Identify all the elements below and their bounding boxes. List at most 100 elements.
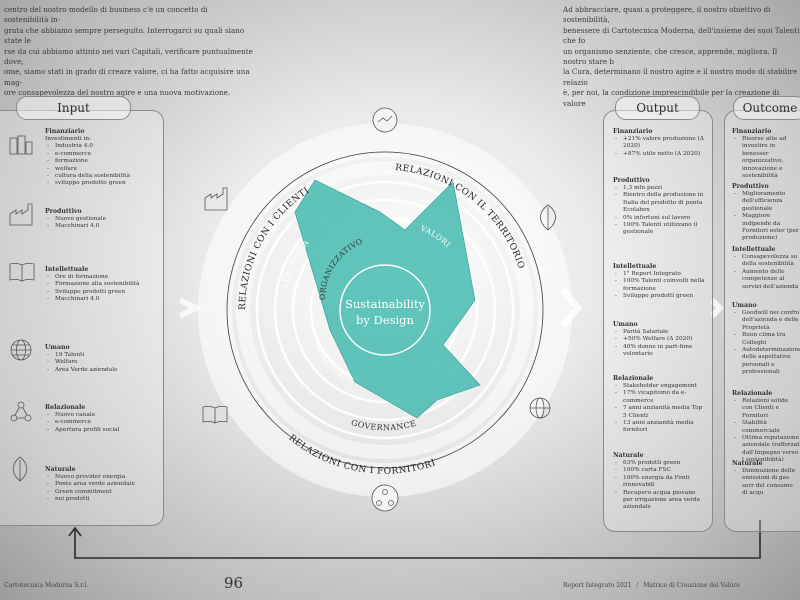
category-item: Ore di formazione xyxy=(45,274,165,282)
intro-line: grata che abbiamo sempre perseguito. Int… xyxy=(4,25,245,46)
category-title: Intellettuale xyxy=(613,263,657,270)
category-title: Finanziario xyxy=(45,128,85,135)
output-category-naturale: Naturale 63% prodotti green 100% carta F… xyxy=(613,452,705,512)
category-item: Diminuzione delle emissioni di gas serr … xyxy=(732,468,800,498)
network-icon xyxy=(371,484,399,512)
input-category-produttivo: Produttivo Nuovo gestionale Macchinari 4… xyxy=(45,208,160,231)
leaf-icon xyxy=(540,204,556,231)
category-item: 100% Talenti coinvolti nella formazione xyxy=(613,278,705,293)
footer-company: Cartotecnica Moderna S.r.l. xyxy=(4,582,89,589)
category-item: sviluppo prodotto green xyxy=(45,180,160,188)
footer-separator: / xyxy=(636,582,639,589)
category-item: Parità Salariale xyxy=(613,329,705,337)
intro-line: centro del nostro modello di business c'… xyxy=(4,5,208,25)
category-item: e-commerce xyxy=(45,419,160,427)
category-item: Ottima reputazione aziendale (rafforzat … xyxy=(732,435,800,465)
category-item: Investimenti in: xyxy=(45,136,92,142)
category-title: Finanziario xyxy=(732,128,772,135)
category-item: e-commerce xyxy=(45,151,160,159)
input-category-umano: Umano 19 Talenti Welfare Area Verde azie… xyxy=(45,344,160,375)
category-title: Umano xyxy=(732,302,757,309)
intro-text-right: Ad abbracciare, quasi a proteggere, il n… xyxy=(563,5,800,109)
category-item: Ponte area verde aziendale xyxy=(45,481,160,489)
intro-text-left: centro del nostro modello di business c'… xyxy=(4,5,254,99)
category-item: Formazione alla sostenibilità xyxy=(45,281,165,289)
category-item: Rientro della produzione in Italia del p… xyxy=(613,192,705,214)
value-creation-diagram: Sustainability by Design RELAZIONI CON I… xyxy=(198,107,572,512)
teal-radar-shape xyxy=(295,180,480,418)
input-panel-title: Input xyxy=(16,96,131,120)
category-title: Finanziario xyxy=(613,128,653,135)
category-item: 1° Report Integrato xyxy=(613,271,705,279)
footer-report-title: Report Integrato 2021 / Matrice di Creaz… xyxy=(563,582,740,589)
intro-line: benessere di Cartotecnica Moderna, dell'… xyxy=(563,25,800,46)
output-category-umano: Umano Parità Salariale +50% Welfare (Δ 2… xyxy=(613,321,705,359)
category-item: 40% donne in part-time volontario xyxy=(613,344,705,359)
output-category-intellettuale: Intellettuale 1° Report Integrato 100% T… xyxy=(613,263,705,301)
center-title-line2: by Design xyxy=(356,313,414,327)
category-item: Goodwill nei confro dell'azienda e delle… xyxy=(732,310,800,332)
outcome-panel-title: Outcome xyxy=(733,96,800,120)
category-title: Intellettuale xyxy=(45,266,89,273)
category-item: Industria 4.0 xyxy=(45,143,160,151)
category-item: Macchinari 4.0 xyxy=(45,296,165,304)
category-item: nei prodotti xyxy=(45,496,160,504)
intro-line: è, per noi, la condizione imprescindibil… xyxy=(563,88,780,108)
category-item: Relazioni solide con Clienti e Fornitori xyxy=(732,398,800,420)
page-number: 96 xyxy=(224,574,244,592)
category-item: cultura della sostenibilità xyxy=(45,173,160,181)
output-category-produttivo: Produttivo 1,3 mln pezzi Rientro della p… xyxy=(613,177,705,237)
category-item: 100% carta FSC xyxy=(613,467,705,475)
category-item: Autodeterminazione delle aspettative per… xyxy=(732,347,800,377)
category-item: Nuovo provider energia xyxy=(45,474,160,482)
category-item: 13 anni anzianità media fornitori xyxy=(613,420,705,435)
factory-icon xyxy=(9,203,33,226)
outcome-category-relazionale: Relazionale Relazioni solide con Clienti… xyxy=(732,390,800,465)
category-title: Intellettuale xyxy=(732,246,776,253)
category-item: Miglioramento dell'efficienza gestionale xyxy=(732,191,800,213)
intro-line: rse da cui abbiamo attinto nei vari Capi… xyxy=(4,46,253,67)
category-item: 19 Talenti xyxy=(45,352,160,360)
category-item: Nuovo canale xyxy=(45,412,160,420)
intro-line: ome, siamo stati in grado di creare valo… xyxy=(4,67,250,87)
category-item: Maggiore indipende da Fornitori ester (p… xyxy=(732,213,800,243)
category-item: Apertura profili social xyxy=(45,427,160,435)
category-item: Sviluppo prodotti green xyxy=(45,289,165,297)
category-title: Relazionale xyxy=(45,404,86,411)
category-item: formazione xyxy=(45,158,160,166)
category-title: Naturale xyxy=(45,466,76,473)
category-item: Stakeholder engagement xyxy=(613,383,705,391)
coins-icon xyxy=(9,135,33,155)
category-title: Produttivo xyxy=(732,183,769,190)
coins-icon xyxy=(372,107,398,133)
category-item: Risorse atte ad investire in benesser or… xyxy=(732,136,800,180)
leaf-icon xyxy=(12,456,28,482)
category-title: Naturale xyxy=(613,452,644,459)
category-item: Macchinari 4.0 xyxy=(45,223,160,231)
footer-report-name: Report Integrato 2021 xyxy=(563,582,632,589)
category-item: Sviluppo prodotti green xyxy=(613,293,705,301)
outcome-category-naturale: Naturale Diminuzione delle emissioni di … xyxy=(732,460,800,498)
category-item: 1,3 mln pezzi xyxy=(613,185,705,193)
category-item: Buon clima tra Colleghi xyxy=(732,332,800,347)
category-title: Naturale xyxy=(732,460,763,467)
input-category-finanziario: Finanziario Investimenti in: Industria 4… xyxy=(45,128,160,188)
category-item: Area Verde aziendale xyxy=(45,367,160,375)
output-category-relazionale: Relazionale Stakeholder engagement 17% v… xyxy=(613,375,705,435)
category-item: Green commitment xyxy=(45,489,160,497)
category-title: Umano xyxy=(45,344,70,351)
category-item: Recupero acqua piovane per irrigazione a… xyxy=(613,490,705,512)
category-item: Aumento delle competenze al servizi dell… xyxy=(732,269,800,291)
category-item: Consapevolezza su della sostenibilità xyxy=(732,254,800,269)
intro-line: Ad abbracciare, quasi a proteggere, il n… xyxy=(563,5,771,25)
category-title: Produttivo xyxy=(613,177,650,184)
output-category-finanziario: Finanziario +21% valore produzione (Δ 20… xyxy=(613,128,705,159)
globe-icon xyxy=(529,397,551,419)
category-item: +50% Welfare (Δ 2020) xyxy=(613,336,705,344)
category-item: 7 anni anzianità media Top 5 Clienti xyxy=(613,405,705,420)
category-item: 0% infortuni sul lavoro xyxy=(613,215,705,223)
input-category-naturale: Naturale Nuovo provider energia Ponte ar… xyxy=(45,466,160,504)
outcome-category-intellettuale: Intellettuale Consapevolezza su della so… xyxy=(732,246,800,291)
outcome-category-umano: Umano Goodwill nei confro dell'azienda e… xyxy=(732,302,800,377)
intro-line: un organismo senziente, che cresce, appr… xyxy=(563,46,778,67)
